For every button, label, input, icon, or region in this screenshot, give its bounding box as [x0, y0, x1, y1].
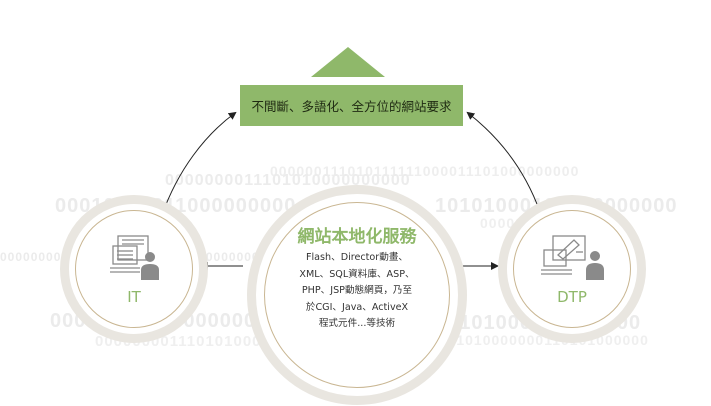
- right-node-label: DTP: [557, 288, 587, 306]
- binary-text: 000000111010111111000011101000000000: [270, 163, 580, 179]
- left-node: [75, 210, 193, 328]
- right-node: [513, 210, 631, 328]
- center-body-line: 於CGI、Java、ActiveX: [305, 301, 409, 313]
- center-body-line: Flash、Director動畫、: [305, 252, 409, 263]
- center-node: [264, 202, 450, 388]
- center-node-title: 網站本地化服務: [297, 227, 417, 247]
- center-body-line: XML、SQL資料庫、ASP、: [299, 268, 415, 280]
- arrow-right-to-top: [466, 111, 541, 213]
- arrow-left-to-top: [161, 111, 237, 216]
- top-requirement-box: 不間斷、多語化、全方位的網站要求: [240, 85, 463, 126]
- center-body-line: PHP、JSP動態網頁，乃至: [301, 285, 413, 296]
- binary-text: 0000000011101010000000000: [165, 172, 411, 189]
- center-node-body: Flash、Director動畫、 XML、SQL資料庫、ASP、 PHP、JS…: [284, 250, 430, 333]
- left-node-label: IT: [127, 288, 141, 306]
- top-triangle: [311, 47, 385, 77]
- top-requirement-text: 不間斷、多語化、全方位的網站要求: [251, 99, 452, 114]
- center-body-line: 程式元件...等技術: [318, 318, 396, 329]
